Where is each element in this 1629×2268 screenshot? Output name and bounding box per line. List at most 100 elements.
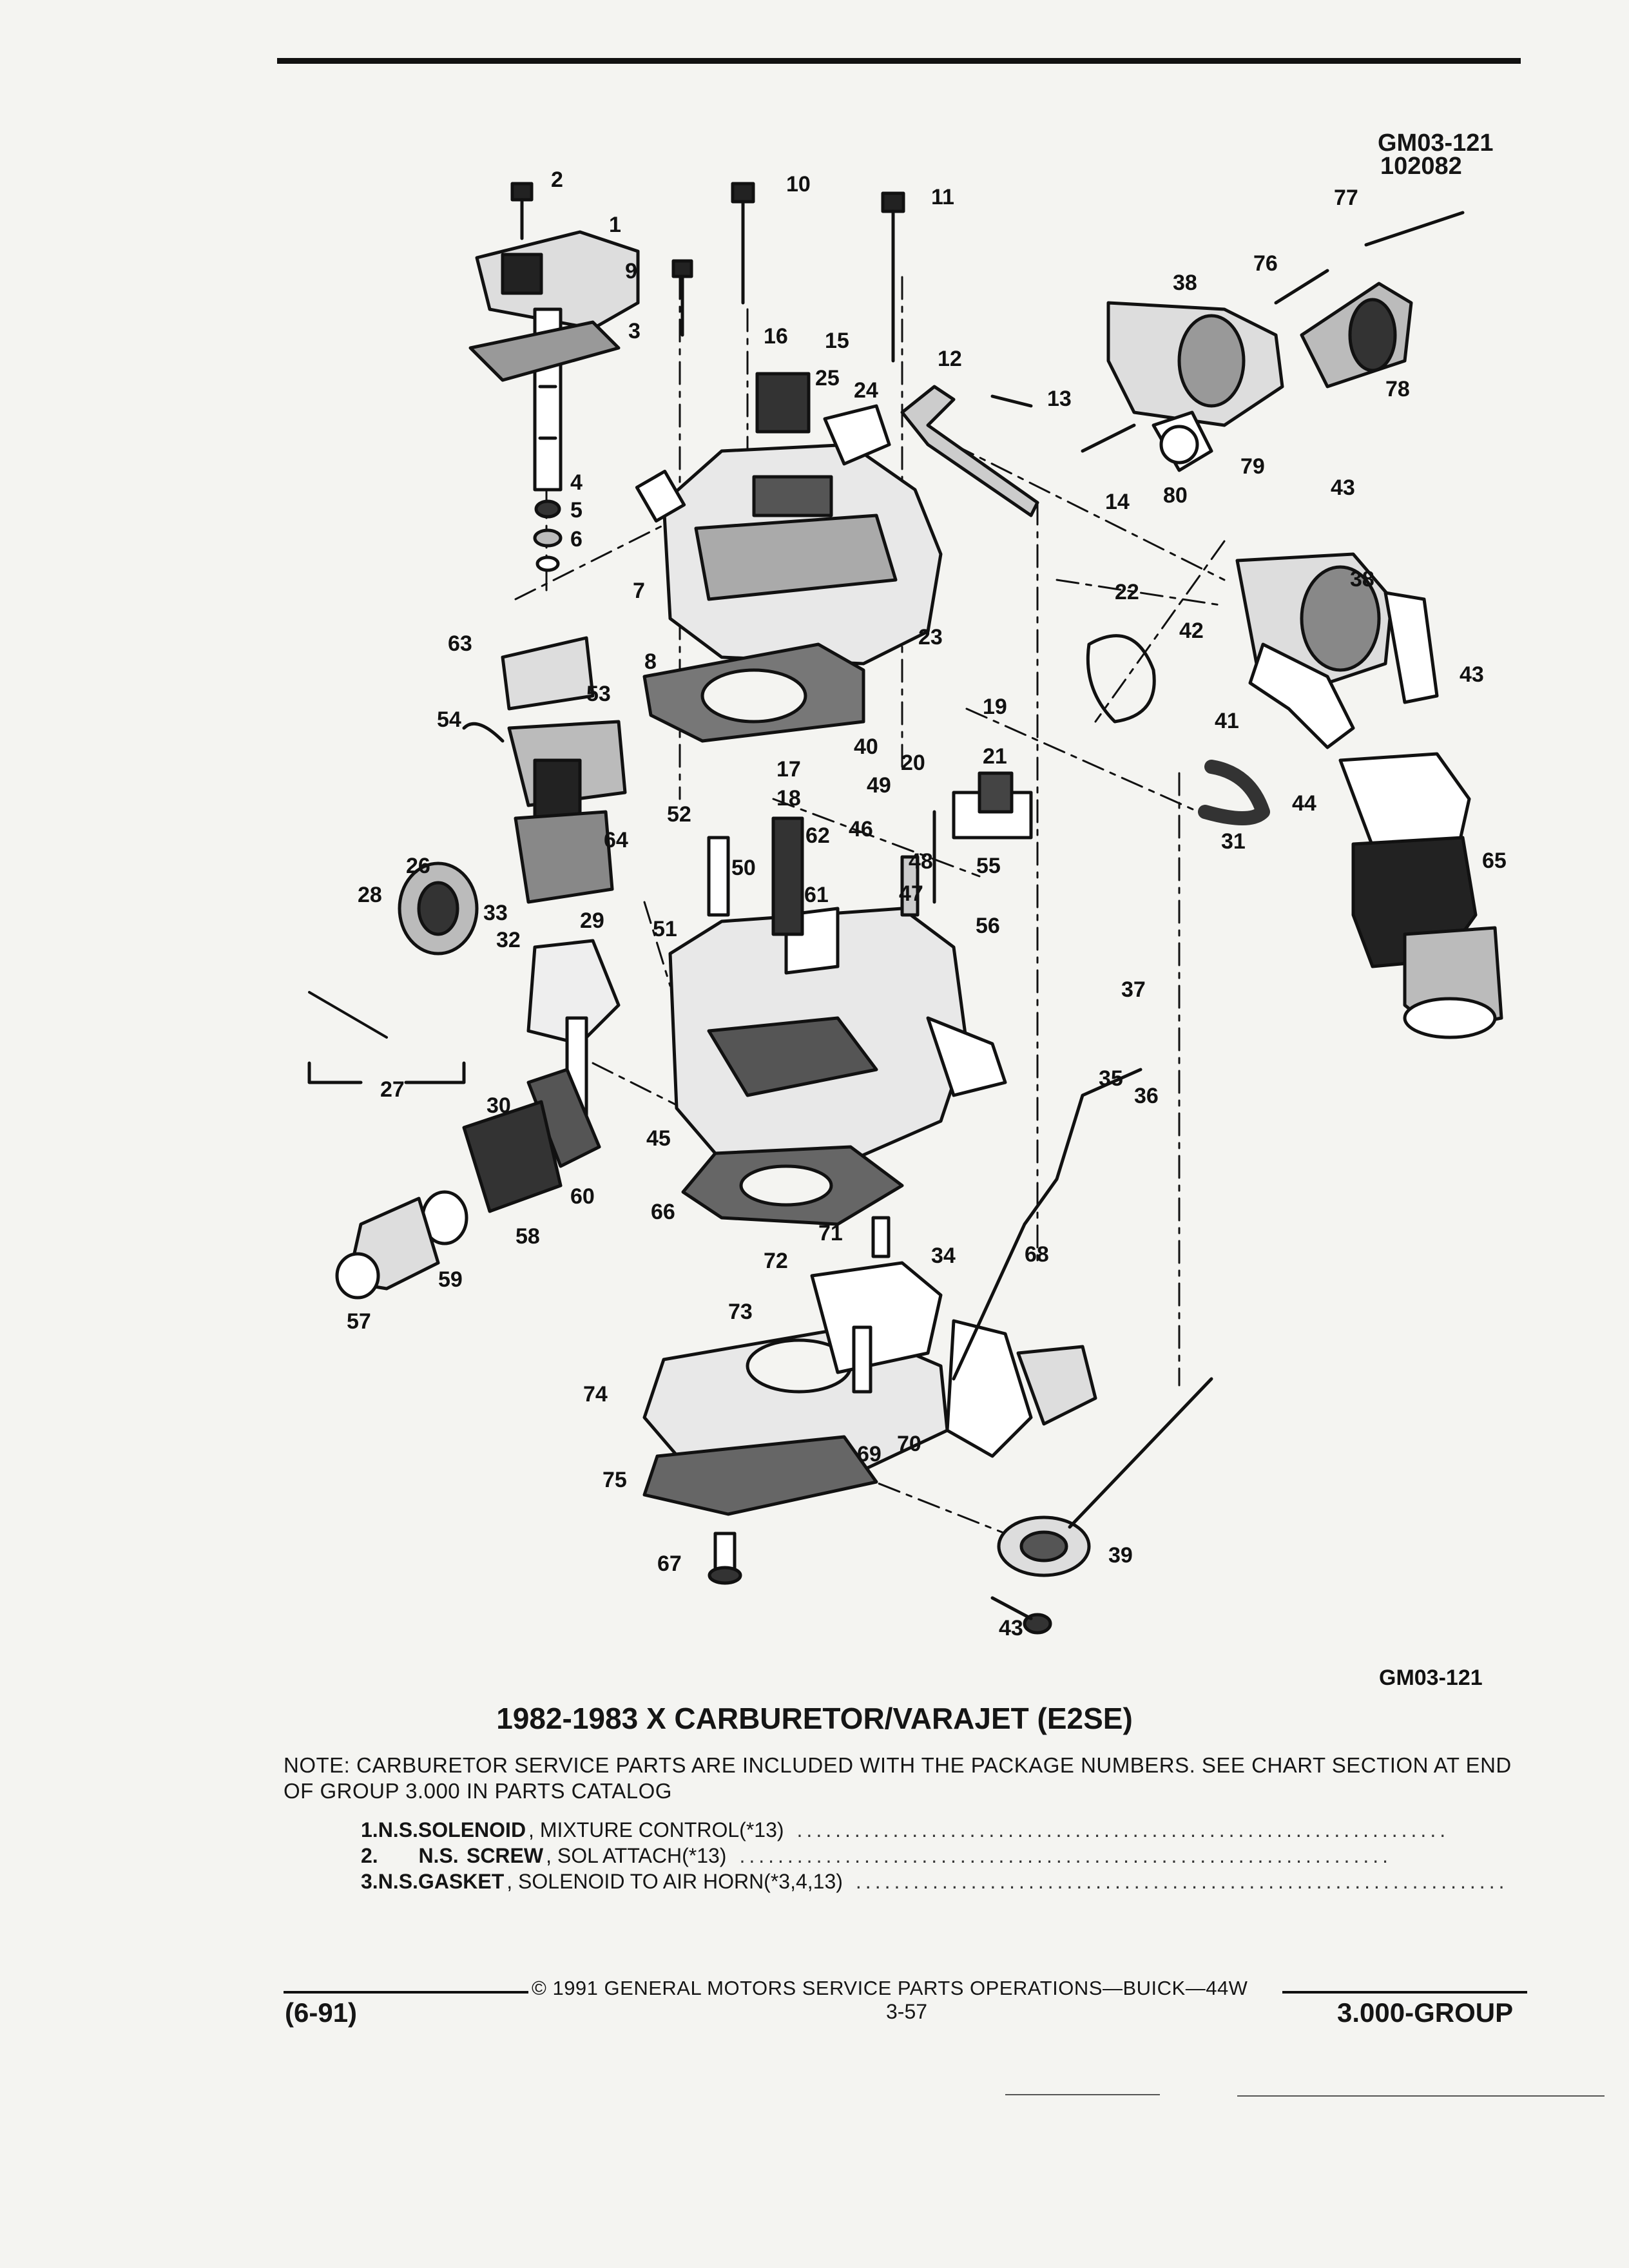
leader-dots: ........................................… xyxy=(739,1844,1392,1867)
part-name: SCREW xyxy=(466,1844,544,1867)
callout-64: 64 xyxy=(604,828,628,852)
callout-11: 11 xyxy=(931,185,954,209)
scan-mark xyxy=(1005,2094,1160,2095)
part-ns: N.S. xyxy=(378,1870,418,1893)
catalog-note: NOTE: CARBURETOR SERVICE PARTS ARE INCLU… xyxy=(284,1753,1512,1803)
callout-39: 39 xyxy=(1108,1543,1133,1568)
callout-25: 25 xyxy=(815,366,840,390)
callout-33: 33 xyxy=(483,901,508,925)
callout-47: 47 xyxy=(899,881,923,906)
figure-code-bottom: GM03-121 xyxy=(1379,1666,1483,1690)
callout-56: 56 xyxy=(976,914,1000,938)
callout-59: 59 xyxy=(438,1267,463,1292)
part-description: , SOL ATTACH(*13) xyxy=(546,1844,727,1867)
callout-40: 40 xyxy=(854,735,878,759)
callout-4: 4 xyxy=(570,470,583,495)
callout-14: 14 xyxy=(1105,490,1130,514)
callout-36: 36 xyxy=(1134,1084,1159,1108)
callout-7: 7 xyxy=(633,579,645,603)
figure-date-code: 102082 xyxy=(1380,153,1462,180)
callout-32: 32 xyxy=(496,928,521,952)
leader-dots: ........................................… xyxy=(855,1870,1509,1893)
callout-1: 1 xyxy=(609,213,621,237)
callout-65: 65 xyxy=(1482,849,1507,873)
part-number: 2. xyxy=(361,1844,378,1867)
callout-6: 6 xyxy=(570,527,583,552)
callout-61: 61 xyxy=(804,883,829,907)
exploded-view-diagram: 1234567891011121314151617181920212223242… xyxy=(307,168,1507,1690)
callout-58: 58 xyxy=(516,1224,540,1249)
copyright-line: © 1991 GENERAL MOTORS SERVICE PARTS OPER… xyxy=(532,1977,1248,1999)
parts-list: 1. N.S. SOLENOID , MIXTURE CONTROL(*13) … xyxy=(361,1817,1504,1894)
callout-69: 69 xyxy=(857,1442,882,1466)
callout-41: 41 xyxy=(1215,709,1239,733)
group-number: 3.000-GROUP xyxy=(1337,1997,1514,2028)
carburetor-parts-art xyxy=(307,182,1503,1635)
callout-5: 5 xyxy=(570,498,583,523)
callout-27: 27 xyxy=(380,1077,405,1102)
callout-75: 75 xyxy=(602,1468,627,1492)
callout-23: 23 xyxy=(918,625,943,649)
callout-2: 2 xyxy=(551,168,563,192)
callout-66: 66 xyxy=(651,1200,675,1224)
callout-54: 54 xyxy=(437,707,461,732)
callout-30: 30 xyxy=(487,1093,511,1118)
part-number: 3. xyxy=(361,1870,378,1893)
callout-68: 68 xyxy=(1025,1242,1049,1267)
callout-24: 24 xyxy=(854,378,878,403)
callout-42: 42 xyxy=(1179,619,1204,643)
callout-67: 67 xyxy=(657,1552,682,1576)
callout-8: 8 xyxy=(644,649,657,674)
part-row: 2. N.S. SCREW , SOL ATTACH(*13) ........… xyxy=(361,1843,1392,1869)
callout-12: 12 xyxy=(938,347,962,371)
page-number: 3-57 xyxy=(886,2000,928,2023)
callout-38: 38 xyxy=(1173,271,1197,295)
callout-31: 31 xyxy=(1221,829,1246,854)
part-row: 3. N.S. GASKET , SOLENOID TO AIR HORN(*3… xyxy=(361,1869,1504,1894)
callout-15: 15 xyxy=(825,329,849,353)
part-row: 1. N.S. SOLENOID , MIXTURE CONTROL(*13) … xyxy=(361,1817,1445,1843)
part-name: GASKET xyxy=(418,1870,505,1893)
callout-80: 80 xyxy=(1163,483,1188,508)
callout-52: 52 xyxy=(667,802,691,827)
callout-74: 74 xyxy=(583,1382,608,1407)
callout-28: 28 xyxy=(358,883,382,907)
callout-63: 63 xyxy=(448,631,472,656)
callout-9: 9 xyxy=(625,259,637,284)
top-rule xyxy=(277,58,1521,64)
diagram-title: 1982-1983 X CARBURETOR/VARAJET (E2SE) xyxy=(496,1702,1133,1735)
callout-10: 10 xyxy=(786,172,811,197)
callout-70: 70 xyxy=(897,1432,921,1456)
callout-72: 72 xyxy=(764,1249,788,1273)
callout-77: 77 xyxy=(1334,186,1358,210)
callout-48: 48 xyxy=(909,849,933,874)
footer-rule-left xyxy=(284,1991,528,1994)
callout-50: 50 xyxy=(731,856,756,880)
callout-76: 76 xyxy=(1253,251,1278,276)
callout-71: 71 xyxy=(818,1221,843,1245)
callout-51: 51 xyxy=(653,917,677,941)
part-description: , SOLENOID TO AIR HORN(*3,4,13) xyxy=(506,1870,843,1893)
callout-3: 3 xyxy=(628,319,641,343)
callout-20: 20 xyxy=(901,751,925,775)
callout-79: 79 xyxy=(1240,454,1265,479)
callout-34: 34 xyxy=(931,1244,956,1268)
leader-dots: ........................................… xyxy=(796,1818,1450,1841)
callout-60: 60 xyxy=(570,1184,595,1209)
callout-44: 44 xyxy=(1292,791,1316,816)
callout-45: 45 xyxy=(646,1126,671,1151)
figure-code-top: GM03-121 xyxy=(1378,130,1494,157)
revision-date: (6-91) xyxy=(285,1997,358,2028)
callout-29: 29 xyxy=(580,908,604,933)
part-ns: N.S. xyxy=(378,1818,418,1841)
callout-43: 43 xyxy=(1460,662,1484,687)
callout-78: 78 xyxy=(1385,377,1410,401)
callout-55: 55 xyxy=(976,854,1001,878)
callout-43: 43 xyxy=(1331,476,1355,500)
callout-35: 35 xyxy=(1099,1066,1123,1091)
footer-rule-right xyxy=(1282,1991,1527,1994)
part-number: 1. xyxy=(361,1818,378,1841)
callout-43: 43 xyxy=(999,1616,1023,1640)
